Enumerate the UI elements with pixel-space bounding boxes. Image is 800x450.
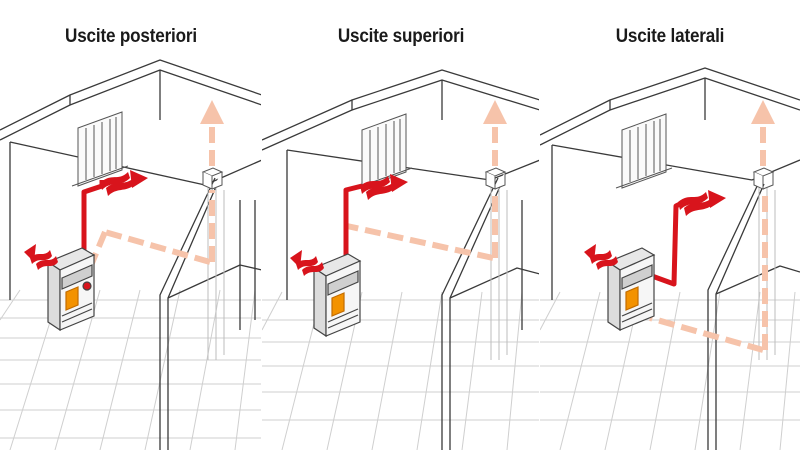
flue-arrow-head (751, 100, 775, 124)
chimney (752, 167, 775, 190)
stove-hot-air-waves (24, 244, 58, 270)
flue-arrow (649, 120, 768, 353)
panel-rear-outlets: Uscite posteriori (0, 0, 262, 450)
flue-vertical-lines (490, 188, 508, 360)
window (615, 113, 673, 189)
panel-side-outlets: Uscite laterali (540, 0, 800, 450)
floor-grid (540, 291, 800, 450)
chimney (484, 167, 507, 190)
flue-vertical-lines (207, 188, 225, 360)
hot-air-duct (343, 183, 363, 262)
stove (606, 247, 656, 332)
flue-arrow-head (200, 100, 224, 124)
panel-title: Uscite laterali (615, 26, 725, 47)
panel-top-outlets: Uscite superiori (262, 0, 540, 450)
room-illustration (262, 69, 540, 450)
hot-air-duct (651, 199, 686, 287)
window (71, 111, 129, 187)
room-illustration (0, 59, 262, 450)
hot-air-outlet (360, 174, 408, 200)
panel-title: Uscite posteriori (65, 26, 197, 47)
chimney (201, 167, 224, 190)
stove (46, 247, 96, 332)
flue-arrow-head (483, 100, 507, 124)
stove-hot-air-waves (584, 244, 618, 270)
hot-air-outlet (100, 170, 148, 196)
room-illustration (540, 67, 800, 450)
panel-separator (261, 0, 264, 450)
room-walls (540, 67, 800, 450)
floor-grid (262, 291, 540, 450)
panel-separator (539, 0, 542, 450)
panel-title: Uscite superiori (337, 26, 465, 47)
window (355, 113, 413, 189)
flue-arrow (346, 120, 498, 261)
stove-hot-air-waves (290, 250, 324, 276)
floor-grid (0, 289, 262, 450)
hot-air-outlet (678, 190, 726, 216)
stove (312, 253, 362, 338)
